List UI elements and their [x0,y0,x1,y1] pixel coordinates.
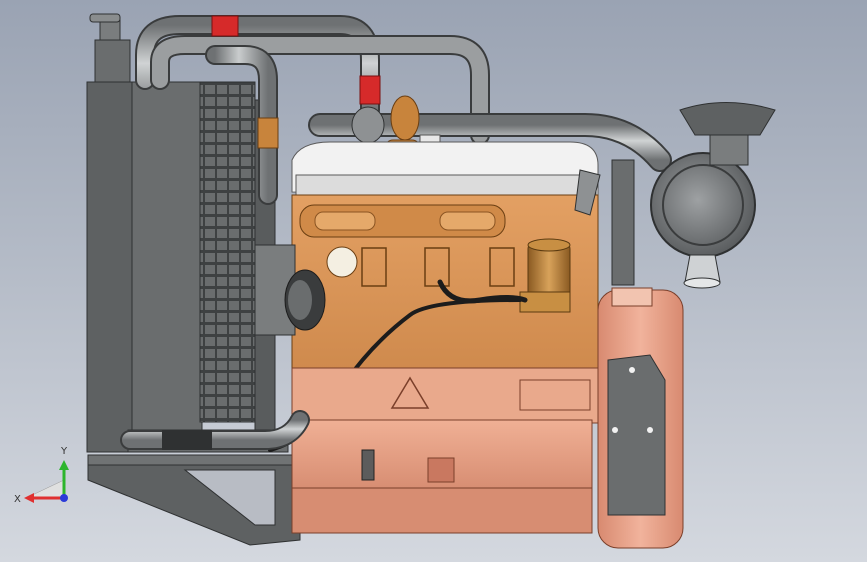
sensor-cap [326,246,358,278]
oil-filter [519,238,571,313]
drain-plug [361,449,375,481]
radiator [86,13,289,453]
intake-pipe [308,113,672,172]
oil-pan [291,367,599,534]
lower-coolant-pipe [120,410,310,450]
radiator-core [199,81,256,423]
x-axis-arrow [24,493,34,503]
valve-cover [291,141,599,196]
base-frame [87,454,301,546]
fan-pulley [254,244,326,336]
z-axis-dot [60,494,68,502]
engine-mount-bracket [607,354,666,516]
y-axis-label: Y [60,446,68,457]
air-cleaner [611,102,776,289]
coolant-pipes [135,14,490,205]
radiator-cap [99,19,121,41]
hose-band-lower [162,430,212,450]
hose-band-top [211,15,239,37]
orientation-triad[interactable]: Y X [14,440,74,510]
x-axis-label: X [14,494,21,505]
y-axis-arrow [59,460,69,470]
copper-coupling [257,117,279,149]
hose-band-right [359,75,381,105]
